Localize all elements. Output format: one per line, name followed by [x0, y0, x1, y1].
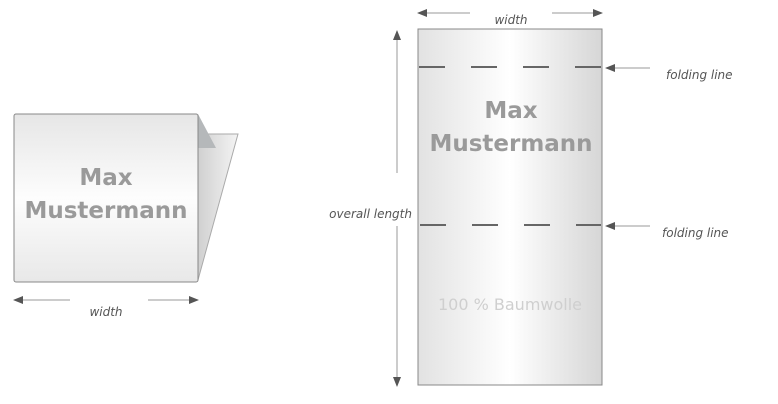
folded-label-front: [13, 113, 199, 283]
flat-label: Max Mustermann 100 % Baumwolle width ove…: [329, 9, 733, 387]
folded-label-back-panel: [197, 133, 239, 281]
flat-width-label: width: [494, 13, 527, 27]
flat-label-body: [417, 28, 603, 386]
folding-line-bottom-label: folding line: [662, 226, 729, 240]
material-text: 100 % Baumwolle: [438, 295, 582, 314]
folded-label: Max Mustermann width: [13, 113, 239, 319]
flat-name-line1: Max: [484, 98, 537, 124]
length-label: overall length: [329, 207, 412, 221]
folded-name-line2: Mustermann: [24, 198, 187, 224]
flat-name-line2: Mustermann: [429, 131, 592, 157]
folded-label-fold-corner: [198, 114, 216, 148]
folded-name-line1: Max: [79, 165, 132, 191]
folded-width-label: width: [89, 305, 122, 319]
folding-line-top-label: folding line: [666, 68, 733, 82]
